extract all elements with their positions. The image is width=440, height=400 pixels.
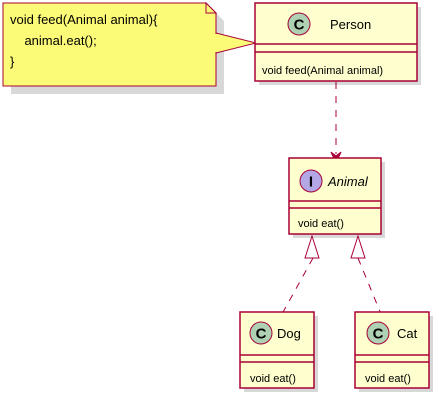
class-dog[interactable]: C Dog void eat() [239,311,318,392]
note-line: animal.eat(); [10,33,97,48]
interface-animal-box [288,157,382,235]
class-cat-box [354,311,430,389]
note-connector [215,32,257,54]
class-stereotype-letter: C [294,17,305,34]
class-person-box [254,2,418,82]
class-name: Person [330,17,371,32]
class-person[interactable]: C Person void feed(Animal animal) [254,2,421,85]
realization-dog-arrow [281,234,320,315]
interface-stereotype-icon [299,169,323,193]
interface-animal[interactable]: I Animal void eat() [288,157,385,238]
class-stereotype-icon [287,12,311,36]
class-dog-box [239,311,315,389]
interface-method: void eat() [298,218,344,230]
realization-line [281,257,314,315]
note-fold-corner [205,1,218,14]
class-cat[interactable]: C Cat void eat() [354,311,433,392]
class-method: void eat() [365,373,411,385]
note-line: } [10,54,15,69]
realization-cat-arrow [350,234,382,315]
class-name: Cat [397,326,418,341]
dependency-arrow [330,82,342,165]
class-name: Dog [277,326,301,341]
realization-arrowhead [304,234,320,259]
class-stereotype-letter: C [373,326,384,343]
realization-arrowhead [350,234,366,259]
note-line: void feed(Animal animal){ [10,12,158,27]
class-stereotype-letter: C [256,326,267,343]
interface-stereotype-letter: I [309,174,313,191]
note: void feed(Animal animal){ animal.eat(); … [2,1,224,94]
class-stereotype-icon [366,321,390,345]
class-method: void feed(Animal animal) [262,65,383,77]
class-stereotype-icon [249,321,273,345]
realization-line [357,257,382,315]
class-method: void eat() [250,373,296,385]
interface-name: Animal [327,174,369,189]
